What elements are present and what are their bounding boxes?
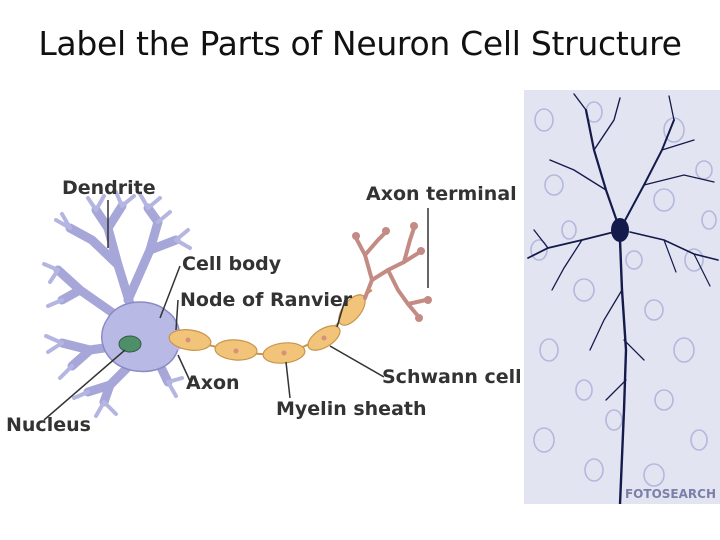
slide-title: Label the Parts of Neuron Cell Structure [38,24,682,63]
label-myelin-sheath: Myelin sheath [276,398,427,420]
label-dendrite: Dendrite [62,177,156,199]
label-node-of-ranvier: Node of Ranvier [180,289,353,311]
label-schwann-cell: Schwann cell [382,366,520,388]
dendrite-tips [42,190,192,418]
neuron-micrograph: FOTOSEARCH [524,90,720,504]
myelin-segment [338,294,366,326]
label-axon: Axon [186,372,240,394]
background-cells [530,101,717,487]
micrograph-soma [611,218,629,242]
pointer-lines [43,200,429,421]
label-nucleus: Nucleus [6,414,91,436]
neuron-processes [527,93,719,504]
axon-terminal-branches [354,226,428,318]
cell-body [101,301,181,373]
label-cell-body: Cell body [182,253,282,275]
photo-watermark: FOTOSEARCH [625,487,716,501]
neuron-diagram: Dendrite Cell body Node of Ranvier Axon … [6,177,520,436]
nucleus-shape [118,335,142,353]
dendrites [53,201,181,407]
label-axon-terminal: Axon terminal [366,183,517,205]
axon-terminal-tips [352,222,432,322]
schwann-nuclei [185,335,327,356]
